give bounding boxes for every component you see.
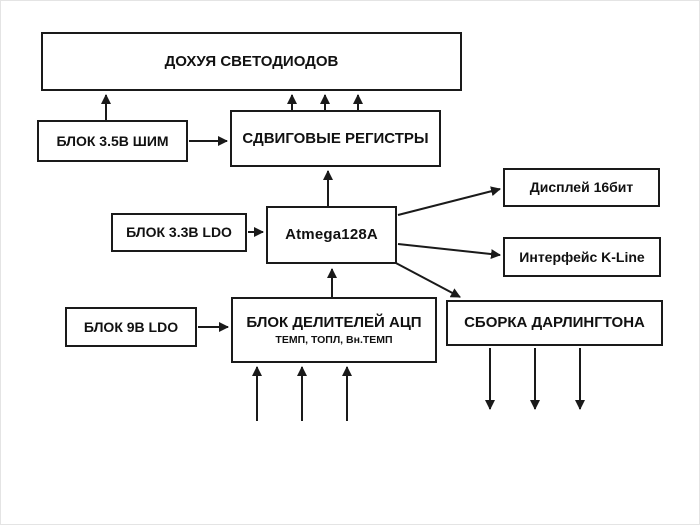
block-kline-label: Интерфейс K-Line bbox=[519, 248, 645, 265]
arrow-mcu-to-display bbox=[397, 186, 501, 216]
block-display-16bit: Дисплей 16бит bbox=[503, 168, 660, 207]
block-leds-label: ДОХУЯ СВЕТОДИОДОВ bbox=[164, 52, 339, 70]
block-adc-dividers-title: БЛОК ДЕЛИТЕЛЕЙ АЦП bbox=[246, 313, 422, 331]
block-mcu-label: Atmega128A bbox=[285, 226, 378, 244]
block-pwm-3v5: БЛОК 3.5В ШИМ bbox=[37, 120, 188, 162]
block-darlington-array: СБОРКА ДАРЛИНГТОНА bbox=[446, 300, 663, 346]
block-ldo-3v3-label: БЛОК 3.3В LDO bbox=[126, 224, 232, 241]
block-ldo-9v: БЛОК 9В LDO bbox=[65, 307, 197, 347]
block-pwm-label: БЛОК 3.5В ШИМ bbox=[56, 132, 169, 149]
arrow-mcu-to-darlington bbox=[393, 261, 461, 298]
block-ldo-3v3: БЛОК 3.3В LDO bbox=[111, 213, 247, 252]
block-display-label: Дисплей 16бит bbox=[529, 179, 634, 196]
block-shift-registers: СДВИГОВЫЕ РЕГИСТРЫ bbox=[230, 110, 441, 167]
block-ldo-9v-label: БЛОК 9В LDO bbox=[83, 318, 179, 335]
block-adc-dividers: БЛОК ДЕЛИТЕЛЕЙ АЦП ТЕМП, ТОПЛ, Вн.ТЕМП bbox=[231, 297, 437, 363]
block-leds: ДОХУЯ СВЕТОДИОДОВ bbox=[41, 32, 462, 91]
arrow-mcu-to-kline bbox=[397, 243, 501, 260]
block-adc-dividers-subtitle: ТЕМП, ТОПЛ, Вн.ТЕМП bbox=[275, 334, 393, 347]
block-kline-interface: Интерфейс K-Line bbox=[503, 237, 661, 277]
block-shift-registers-label: СДВИГОВЫЕ РЕГИСТРЫ bbox=[242, 129, 429, 147]
block-darlington-label: СБОРКА ДАРЛИНГТОНА bbox=[464, 314, 645, 332]
block-mcu-atmega128a: Atmega128A bbox=[266, 206, 397, 264]
